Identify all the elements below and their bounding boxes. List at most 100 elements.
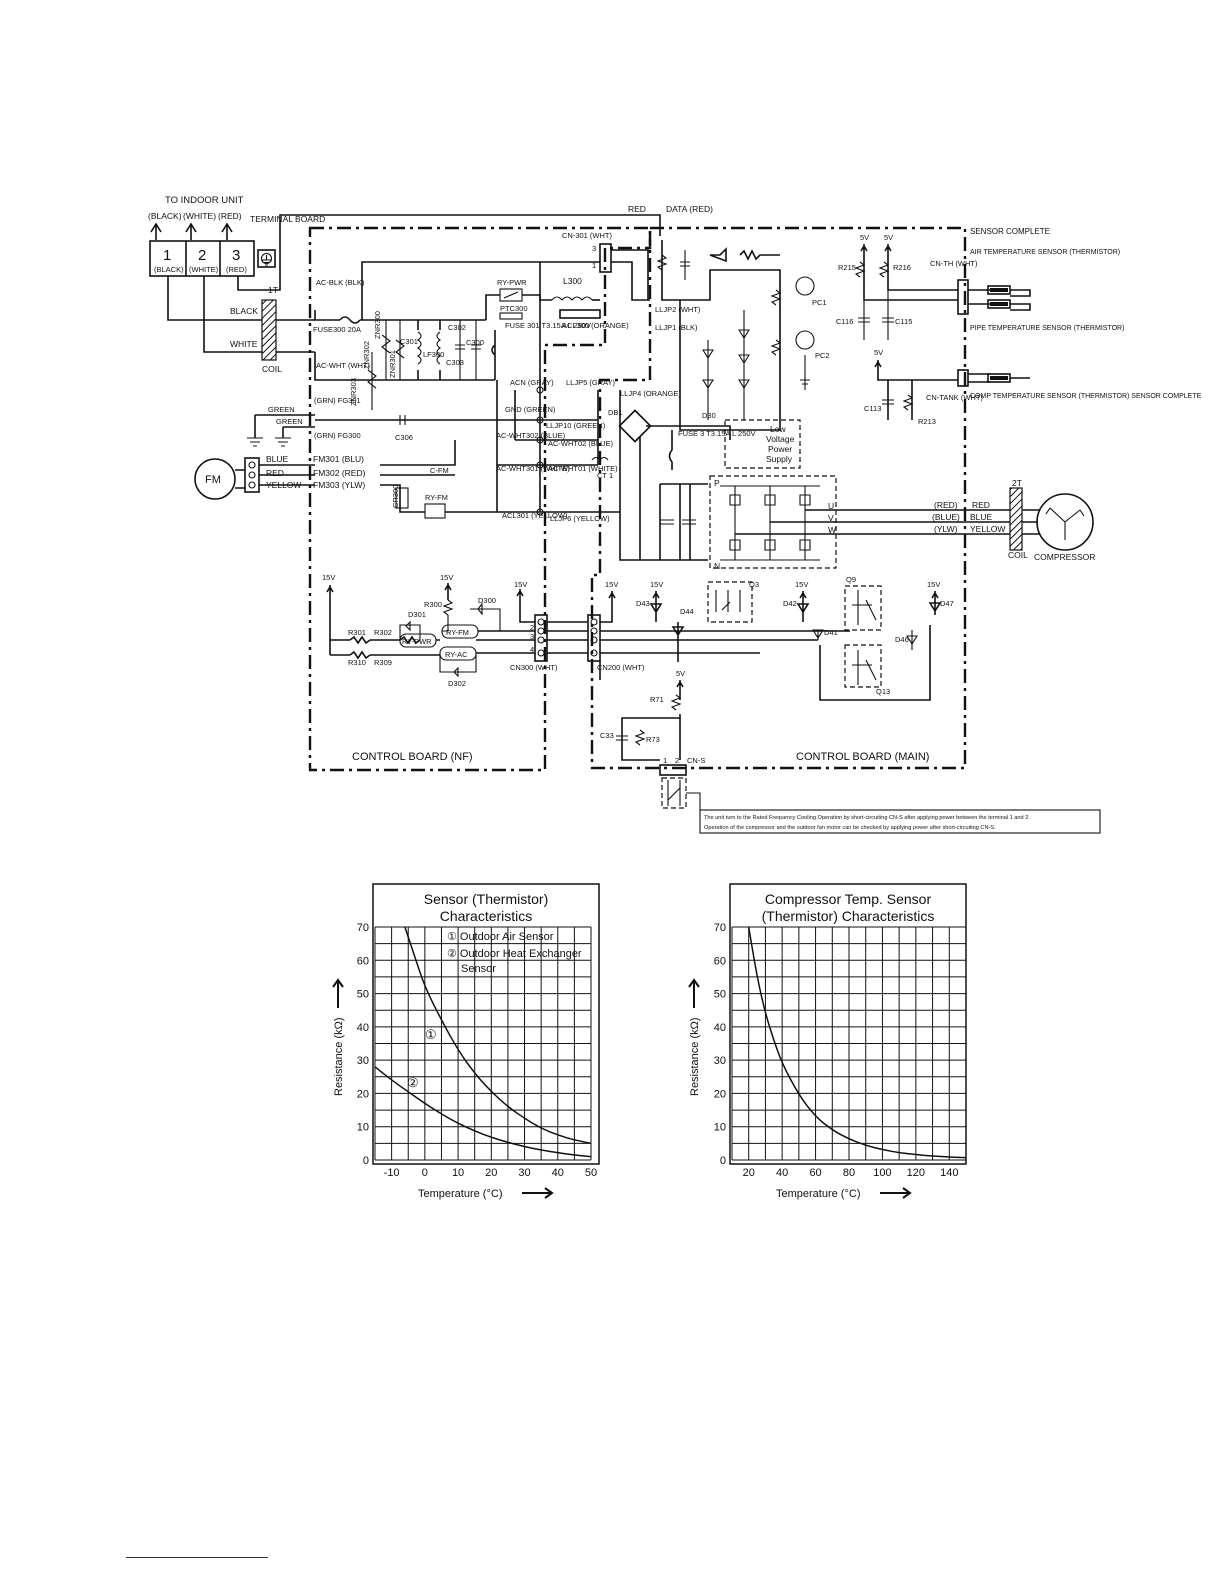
v15-6-label: 15V xyxy=(795,580,808,589)
low-voltage-3: Power xyxy=(768,444,792,454)
ac-wht-label: AC-WHT (WHT) xyxy=(316,361,371,370)
x-tick-label: 60 xyxy=(809,1167,821,1179)
terminal-2-color: (WHITE) xyxy=(189,265,219,274)
fm-wire-yellow: YELLOW xyxy=(266,480,301,490)
fg301-label: (GRN) FG301 xyxy=(314,396,361,405)
x-tick-label: 40 xyxy=(776,1167,788,1179)
ry-pwr2-label: RY-PWR xyxy=(402,637,432,646)
v5-2-label: 5V xyxy=(884,233,893,242)
series-line-1 xyxy=(747,926,967,1159)
ry-ac-label: RY-AC xyxy=(445,650,468,659)
c302-label: C302 xyxy=(448,323,466,332)
cn-tank-label: CN-TANK (WHT) xyxy=(926,393,983,402)
r309-label: R309 xyxy=(374,658,392,667)
series-line-1 xyxy=(404,926,592,1145)
pc2-label: PC2 xyxy=(815,351,830,360)
compressor-label: COMPRESSOR xyxy=(1034,552,1095,562)
chart2-title-1: Compressor Temp. Sensor xyxy=(765,891,932,907)
green-label-2: GREEN xyxy=(276,417,303,426)
data-red-label: DATA (RED) xyxy=(666,204,713,214)
ipm-module: P U V W N (RED) (BLUE) (YLW) RED BLUE YE… xyxy=(709,475,1095,571)
lljp2-label: LLJP2 (WHT) xyxy=(655,305,701,314)
ry-fm-label: RY-FM xyxy=(425,493,448,502)
d30-label: D30 xyxy=(702,411,716,420)
y-tick-label: 10 xyxy=(714,1122,726,1134)
y-tick-label: 0 xyxy=(720,1155,726,1167)
terminal-board-label: TERMINAL BOARD xyxy=(250,214,325,224)
coil-2-label: COIL xyxy=(1008,550,1028,560)
c113-label: C113 xyxy=(864,404,881,413)
terminal-2-num: 2 xyxy=(198,247,206,264)
low-voltage-1: Low xyxy=(770,424,786,434)
ac-wht301-label: AC-WHT301 (WHITE) xyxy=(496,464,570,473)
r73-label: R73 xyxy=(646,735,660,744)
v5-3-label: 5V xyxy=(874,348,883,357)
coil-1t-label: 1T xyxy=(268,285,278,295)
q9-label: Q9 xyxy=(846,575,856,584)
d44-label: D44 xyxy=(680,607,694,616)
chart1-legend-1: ① Outdoor Air Sensor xyxy=(447,931,554,943)
chart2-xlabel: Temperature (°C) xyxy=(776,1188,860,1200)
x-tick-label: 100 xyxy=(873,1167,891,1179)
acl301-label: ACL301 (YELLOW) xyxy=(502,511,568,520)
svg-text:1: 1 xyxy=(592,261,596,270)
board-nf-outline xyxy=(308,226,652,772)
driver-section: 15V 15V 15V 15V 15V 15V 15V R301 R302 R3… xyxy=(322,573,954,810)
wire-white-label: WHITE xyxy=(230,339,258,349)
y-tick-label: 70 xyxy=(714,922,726,934)
ac-wht02-label: AC-WHT02 (BLUE) xyxy=(548,439,614,448)
y-tick-label: 40 xyxy=(714,1022,726,1034)
x-tick-label: -10 xyxy=(384,1167,400,1179)
ipm-pin-v: V xyxy=(828,513,834,523)
y-tick-label: 0 xyxy=(363,1155,369,1167)
chart2-title-2: (Thermistor) Characteristics xyxy=(762,908,935,924)
indoor-terminal-block: TO INDOOR UNIT (BLACK) (WHITE) (RED) 1 2… xyxy=(148,195,325,277)
comp-wire-blue: (BLUE) xyxy=(932,512,960,522)
indoor-wire-white: (WHITE) xyxy=(183,211,216,221)
d302-label: D302 xyxy=(448,679,466,688)
air-temp-sensor-label: AIR TEMPERATURE SENSOR (THERMISTOR) xyxy=(970,249,1120,256)
note-1: The unit turn to the Rated Frequency Coo… xyxy=(704,815,1030,821)
low-voltage-4: Supply xyxy=(766,454,793,464)
pipe-temp-sensor-label: PIPE TEMPERATURE SENSOR (THERMISTOR) xyxy=(970,325,1124,332)
svg-text:1: 1 xyxy=(663,756,667,765)
v15-1-label: 15V xyxy=(322,573,335,582)
nf-board-circuit: CN-301 (WHT) 31 AC-BLK (BLK) AC-WHT (WHT… xyxy=(247,231,650,523)
ry-pwr-label: RY-PWR xyxy=(497,278,527,287)
d43-label: D43 xyxy=(636,599,650,608)
r300-label: R300 xyxy=(424,600,442,609)
r302-label: R302 xyxy=(374,628,392,637)
terminal-1-num: 1 xyxy=(163,247,171,264)
chart1-legend-3: Sensor xyxy=(461,963,496,975)
r216-label: R216 xyxy=(893,263,911,272)
svg-text:4: 4 xyxy=(530,645,534,654)
chart2-ylabel: Resistance (kΩ) xyxy=(689,1017,701,1096)
lljp4-label: LLJP4 (ORANGE) xyxy=(620,389,681,398)
ac-wht302-label: AC-WHT302 (BLUE) xyxy=(496,431,566,440)
d300-label: D300 xyxy=(478,596,496,605)
fm-wire-blue: BLUE xyxy=(266,454,289,464)
r215-label: R215 xyxy=(838,263,856,272)
acl300-label: ACL300 (ORANGE) xyxy=(562,321,629,330)
fuse3-label: FUSE 3 T3.15A L 250V xyxy=(678,429,756,438)
x-tick-label: 20 xyxy=(743,1167,755,1179)
v5-4-label: 5V xyxy=(676,669,685,678)
wire-red-label: RED xyxy=(628,204,646,214)
coil-2t-label: 2T xyxy=(1012,478,1022,488)
v15-4-label: 15V xyxy=(605,580,618,589)
cn-th-label: CN-TH (WHT) xyxy=(930,259,978,268)
terminal-3-color: (RED) xyxy=(226,265,247,274)
wire-black-label: BLACK xyxy=(230,306,258,316)
comp-color-blue: BLUE xyxy=(970,512,993,522)
c-fm-label: C-FM xyxy=(430,466,449,475)
c300-label: C300 xyxy=(466,338,484,347)
lljp10-label: LLJP10 (GREEN) xyxy=(546,421,606,430)
y-tick-label: 20 xyxy=(357,1088,369,1100)
v15-2-label: 15V xyxy=(440,573,453,582)
r213-label: R213 xyxy=(918,417,936,426)
fuse300-label: FUSE300 20A xyxy=(313,325,361,334)
gnd-label: GND (GREEN) xyxy=(505,405,556,414)
y-tick-label: 10 xyxy=(357,1122,369,1134)
x-tick-label: 50 xyxy=(585,1167,597,1179)
indoor-wire-red: (RED) xyxy=(218,211,242,221)
